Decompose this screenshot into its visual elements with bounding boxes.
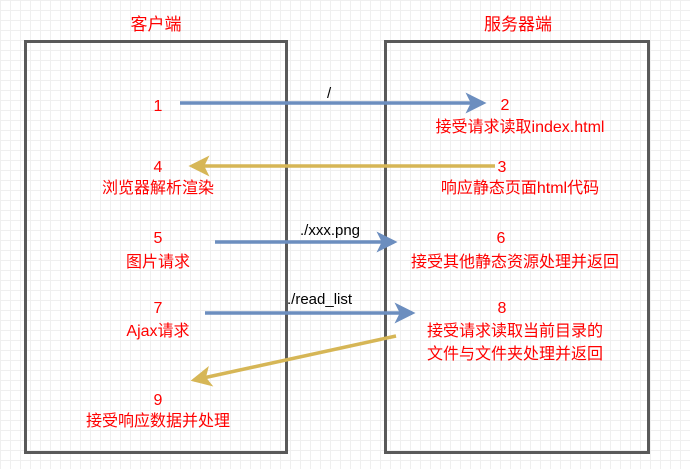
step-7-text: Ajax请求 <box>126 323 190 340</box>
step-3-number: 3 <box>497 159 507 176</box>
edge-label-read-list: ./read_list <box>287 291 353 308</box>
step-3-text: 响应静态页面html代码 <box>440 180 600 197</box>
step-6-text: 接受其他静态资源处理并返回 <box>410 254 619 271</box>
edge-label-root: / <box>327 85 332 102</box>
step-6-number: 6 <box>496 230 506 247</box>
step-8-text-line1: 接受请求读取当前目录的 <box>426 323 603 340</box>
step-9-number: 9 <box>153 392 163 409</box>
client-box <box>24 40 288 454</box>
step-5-text: 图片请求 <box>125 254 190 271</box>
edge-label-png: ./xxx.png <box>300 222 361 239</box>
step-9-text: 接受响应数据并处理 <box>85 413 230 430</box>
step-4-text: 浏览器解析渲染 <box>101 180 214 197</box>
step-4-number: 4 <box>153 159 163 176</box>
step-8-number: 8 <box>497 300 507 317</box>
step-5-number: 5 <box>153 230 163 247</box>
step-2-text: 接受请求读取index.html <box>435 119 605 136</box>
server-title: 服务器端 <box>484 15 552 34</box>
step-7-number: 7 <box>153 300 163 317</box>
arrow-8-to-9 <box>190 334 397 387</box>
step-8-text-line2: 文件与文件夹处理并返回 <box>426 346 603 363</box>
step-2-number: 2 <box>500 97 510 114</box>
step-1-number: 1 <box>153 98 163 115</box>
client-title: 客户端 <box>130 15 182 34</box>
